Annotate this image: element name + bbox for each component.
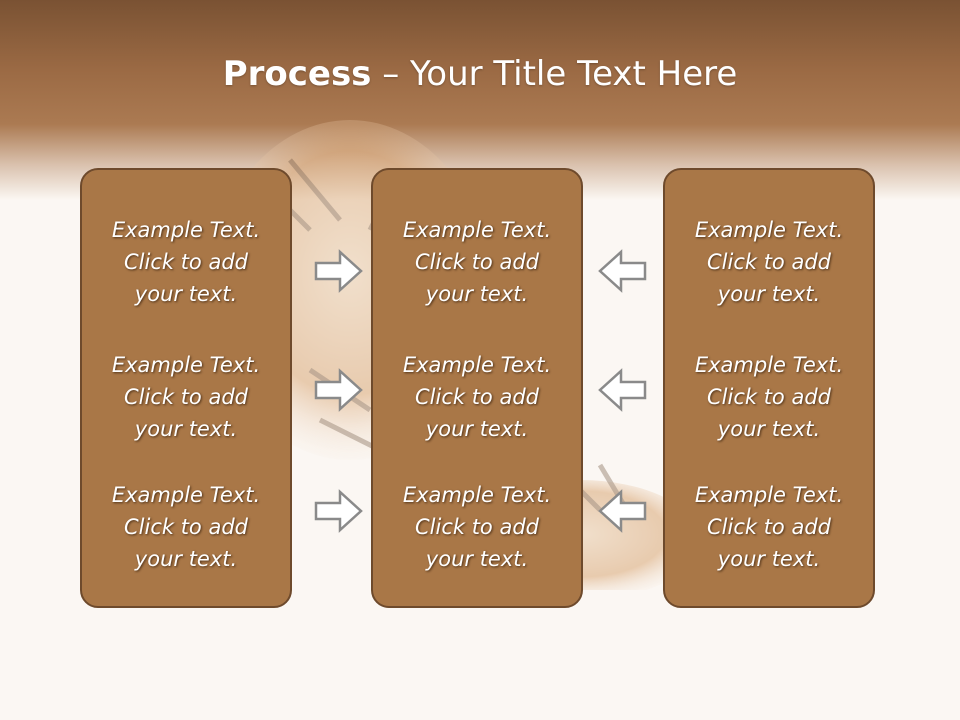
process-box-right[interactable]: Example Text. Click to add your text. Ex… (663, 168, 875, 608)
slide-title[interactable]: Process – Your Title Text Here (0, 52, 960, 96)
text-placeholder[interactable]: Example Text. Click to add your text. (402, 483, 552, 571)
text-placeholder[interactable]: Example Text. Click to add your text. (694, 483, 844, 571)
arrow-left-icon (598, 489, 647, 533)
title-bold: Process (222, 54, 372, 94)
text-placeholder[interactable]: Example Text. Click to add your text. (402, 218, 552, 306)
text-placeholder[interactable]: Example Text. Click to add your text. (111, 483, 261, 571)
title-rest: – Your Title Text Here (371, 54, 738, 94)
arrow-left-icon (598, 249, 647, 293)
text-placeholder[interactable]: Example Text. Click to add your text. (694, 353, 844, 441)
process-box-left[interactable]: Example Text. Click to add your text. Ex… (80, 168, 292, 608)
process-box-middle[interactable]: Example Text. Click to add your text. Ex… (371, 168, 583, 608)
text-placeholder[interactable]: Example Text. Click to add your text. (402, 353, 552, 441)
text-placeholder[interactable]: Example Text. Click to add your text. (694, 218, 844, 306)
arrow-right-icon (314, 368, 363, 412)
arrow-left-icon (598, 368, 647, 412)
arrow-right-icon (314, 489, 363, 533)
header-band (0, 0, 960, 200)
text-placeholder[interactable]: Example Text. Click to add your text. (111, 218, 261, 306)
arrow-right-icon (314, 249, 363, 293)
text-placeholder[interactable]: Example Text. Click to add your text. (111, 353, 261, 441)
